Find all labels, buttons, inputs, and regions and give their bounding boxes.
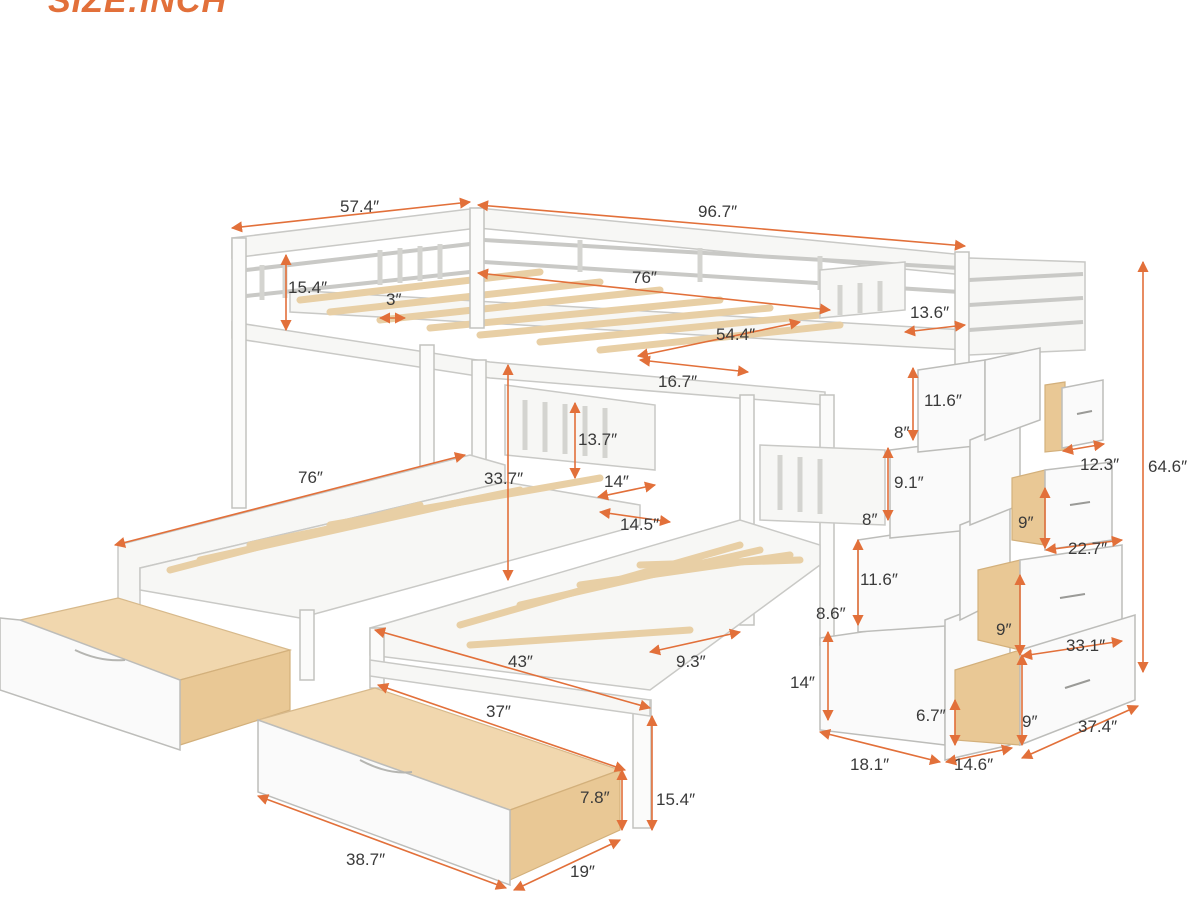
label-57-4: 57.4″	[340, 197, 379, 216]
label-8-mid: 8″	[862, 510, 877, 529]
label-13-6: 13.6″	[910, 303, 949, 322]
dimension-arrows	[113, 197, 1149, 891]
staircase	[819, 347, 1136, 761]
label-9-b: 9″	[996, 620, 1011, 639]
label-18-1: 18.1″	[850, 755, 889, 774]
label-9-1: 9.1″	[894, 473, 924, 492]
label-33-1: 33.1″	[1066, 636, 1105, 655]
label-8-6: 8.6″	[816, 604, 846, 623]
label-38-7: 38.7″	[346, 850, 385, 869]
label-76-left: 76″	[298, 468, 323, 487]
label-9-a: 9″	[1018, 513, 1033, 532]
label-54-4: 54.4″	[716, 325, 755, 344]
label-43: 43″	[508, 652, 533, 671]
label-76-top: 76″	[632, 268, 657, 287]
dimension-labels: 57.4″ 96.7″ 76″ 15.4″ 3″ 54.4″ 13.6″ 16.…	[288, 197, 1187, 881]
label-9-3: 9.3″	[676, 652, 706, 671]
label-15-4-top: 15.4″	[288, 278, 327, 297]
label-14-mid: 14″	[604, 472, 629, 491]
label-3: 3″	[386, 290, 401, 309]
label-19: 19″	[570, 862, 595, 881]
label-12-3: 12.3″	[1080, 455, 1119, 474]
label-13-7: 13.7″	[578, 430, 617, 449]
page-title: SIZE:INCH	[48, 0, 227, 20]
label-7-8: 7.8″	[580, 788, 610, 807]
label-8-top: 8″	[894, 423, 909, 442]
label-37: 37″	[486, 702, 511, 721]
label-22-7: 22.7″	[1068, 539, 1107, 558]
label-6-7: 6.7″	[916, 706, 946, 725]
label-33-7: 33.7″	[484, 469, 523, 488]
label-96-7: 96.7″	[698, 202, 737, 221]
label-37-4: 37.4″	[1078, 717, 1117, 736]
label-14-low: 14″	[790, 673, 815, 692]
label-9-c: 9″	[1022, 712, 1037, 731]
label-11-6-mid: 11.6″	[860, 570, 898, 589]
label-14-6: 14.6″	[954, 755, 993, 774]
label-16-7: 16.7″	[658, 372, 697, 391]
underbed-drawer-left	[0, 597, 293, 752]
label-64-6: 64.6″	[1148, 457, 1187, 476]
step-drawer-2	[1011, 469, 1046, 546]
underbed-drawer-front	[256, 687, 622, 887]
label-11-6-top: 11.6″	[924, 391, 962, 410]
label-15-4-low: 15.4″	[656, 790, 695, 809]
label-14-5: 14.5″	[620, 515, 659, 534]
